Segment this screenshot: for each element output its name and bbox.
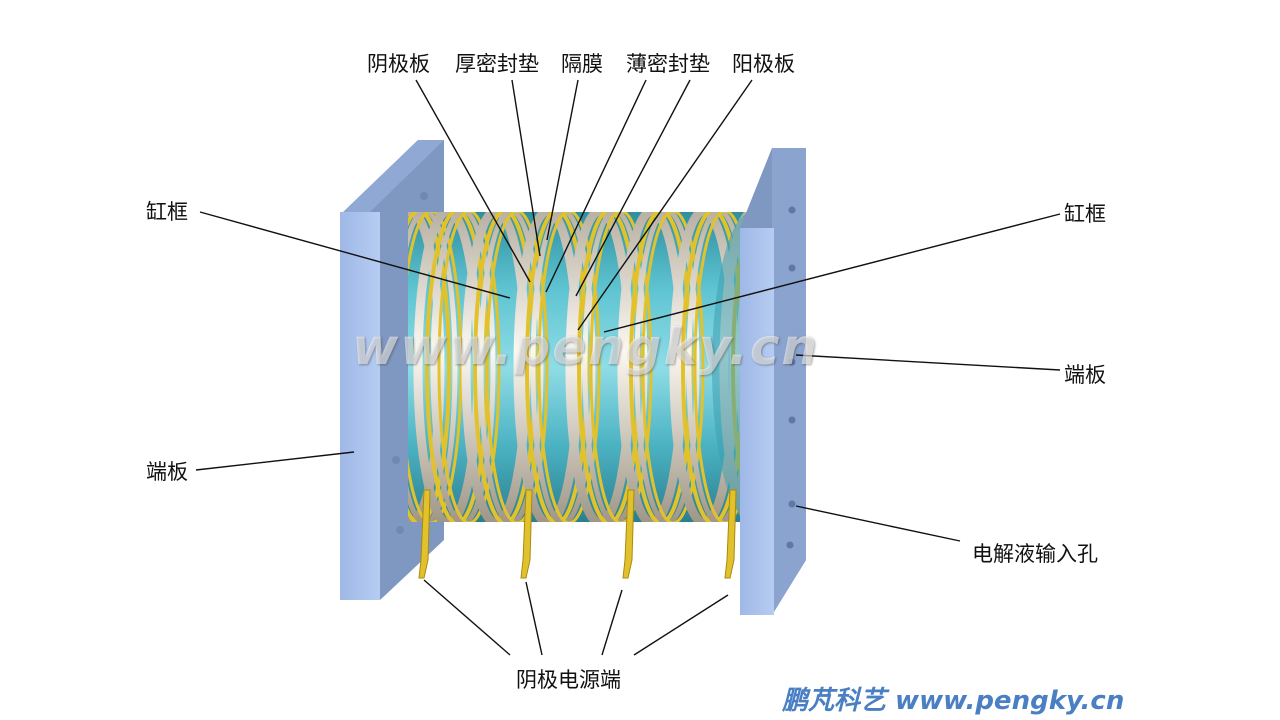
watermark: www.pengky.cn [352,318,819,376]
label-end-plate-right: 端板 [1064,363,1106,387]
cell-stack [408,212,792,522]
gasket-ring [485,212,549,522]
membrane-ring [530,212,596,522]
electrode-plate [413,212,483,522]
cathode-terminals [418,489,737,579]
membrane-ring [430,212,496,522]
gasket-ring [437,212,501,522]
membrane-ring [408,212,458,522]
terminal-tab [418,489,431,579]
label-cathode-plate: 阴极板 [367,52,430,76]
gasket-ring [693,212,752,522]
label-thick-gasket: 厚密封垫 [455,52,539,76]
label-end-plate-left: 端板 [146,460,188,484]
terminal-tab [622,489,635,579]
gasket-ring [589,212,653,522]
gasket-ring [537,212,601,522]
right-end-plate [740,148,806,615]
gasket-ring [641,212,705,522]
label-cell-frame-left: 缸框 [146,200,188,224]
membrane-ring [634,212,700,522]
label-cell-frame-right: 缸框 [1064,202,1106,226]
label-electrolyte-inlet: 电解液输入孔 [972,542,1098,566]
gasket-ring [408,212,451,522]
terminal-tab [520,489,533,579]
label-membrane: 隔膜 [561,52,603,76]
label-cathode-terminal: 阴极电源端 [516,668,621,692]
footer-credit: 鹏芃科艺 www.pengky.cn [782,686,1125,716]
leader-lines [195,79,1061,656]
label-thin-gasket: 薄密封垫 [626,52,710,76]
label-anode-plate: 阳极板 [732,52,795,76]
membrane-ring [478,212,544,522]
terminal-tab [724,489,737,579]
membrane-ring [582,212,648,522]
gasket-ring [408,212,463,522]
